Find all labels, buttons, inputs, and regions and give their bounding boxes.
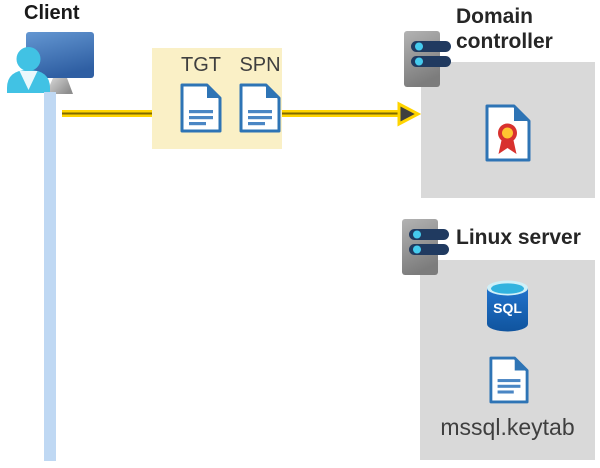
spn-document-icon: [239, 83, 281, 133]
tgt-document-icon: [180, 83, 222, 133]
ticket-box: TGT SPN: [152, 48, 282, 149]
arrowhead-icon: [397, 101, 421, 127]
spn-label: SPN: [239, 54, 281, 76]
client-timeline-line: [44, 92, 56, 461]
spn-ticket: SPN: [239, 54, 281, 149]
keytab-document-icon: [489, 356, 529, 404]
tgt-label: TGT: [181, 54, 221, 76]
tgt-ticket: TGT: [180, 54, 222, 149]
domain-controller-label: Domain controller: [456, 5, 553, 53]
client-icon: [7, 32, 94, 94]
sql-badge-text: SQL: [493, 300, 522, 316]
certificate-icon: [485, 104, 531, 162]
linux-server-label: Linux server: [456, 226, 581, 249]
user-icon: [7, 47, 50, 93]
client-label: Client: [24, 2, 80, 24]
linux-server-icon: [402, 219, 449, 275]
certificate-ribbon: [498, 138, 517, 154]
sql-database-icon: SQL: [487, 280, 528, 332]
monitor-stand: [46, 78, 73, 94]
keytab-label: mssql.keytab: [440, 414, 575, 440]
monitor-icon: [26, 32, 94, 78]
domain-controller-server-icon: [404, 31, 451, 87]
